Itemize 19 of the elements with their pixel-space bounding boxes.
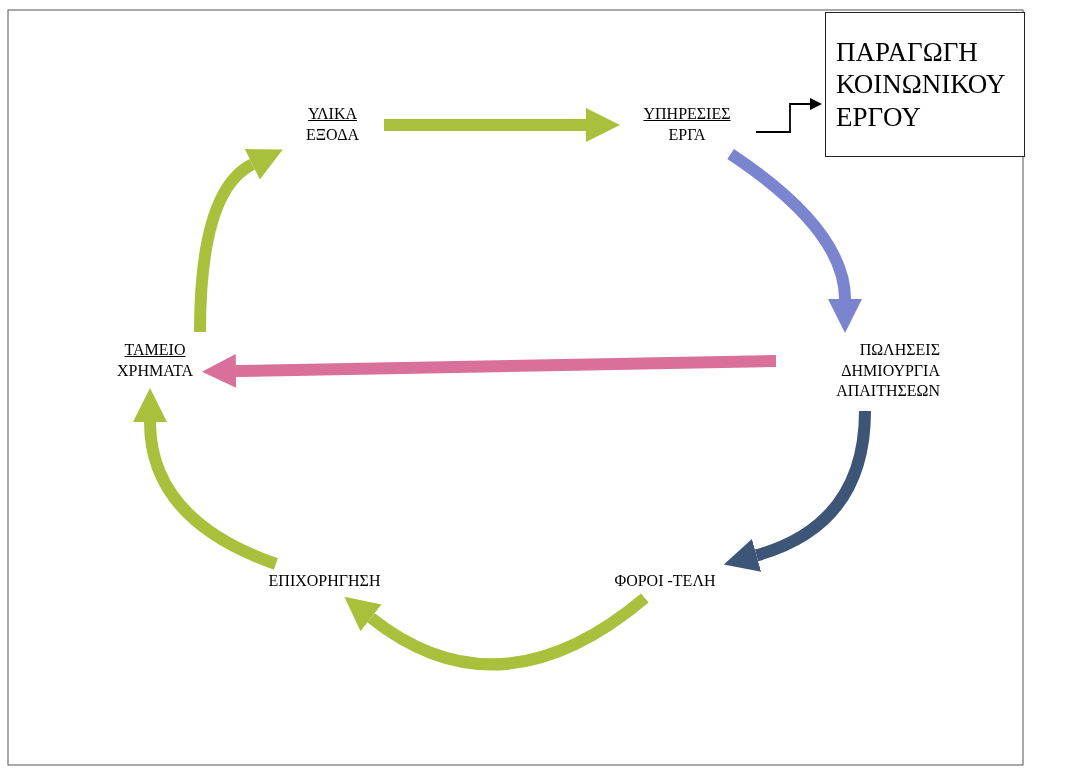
- block-arrow: [724, 410, 871, 572]
- node-label: ΠΑΡΑΓΩΓΗ ΚΟΙΝΩΝΙΚΟΥ ΕΡΓΟΥ: [836, 35, 1006, 134]
- text-box: [825, 12, 1025, 157]
- node-label: ΕΡΓΑ: [668, 125, 706, 145]
- node-heading: ΥΠΗΡΕΣΙΕΣ: [643, 104, 731, 125]
- block-arrow: [202, 354, 777, 388]
- block-arrow: [194, 146, 282, 333]
- node-label: ΠΩΛΗΣΕΙΣ ΔΗΜΙΟΥΡΓΙΑ ΑΠΑΙΤΗΣΕΩΝ: [835, 339, 940, 402]
- node-heading: ΤΑΜΕΙΟ: [124, 340, 186, 361]
- arrow: [755, 98, 822, 133]
- block-arrow: [384, 108, 620, 142]
- block-arrow: [727, 149, 862, 333]
- node-label: ΕΠΙΧΟΡΗΓΗΣΗ: [268, 570, 381, 591]
- node-label: ΦΟΡΟΙ -ΤΕΛΗ: [614, 570, 716, 591]
- node-label: ΧΡΗΜΑΤΑ: [116, 361, 194, 381]
- block-arrow: [133, 388, 278, 570]
- block-arrow: [343, 593, 649, 671]
- node-label: ΕΞΟΔΑ: [305, 125, 360, 145]
- node-heading: ΥΛΙΚΑ: [308, 104, 357, 125]
